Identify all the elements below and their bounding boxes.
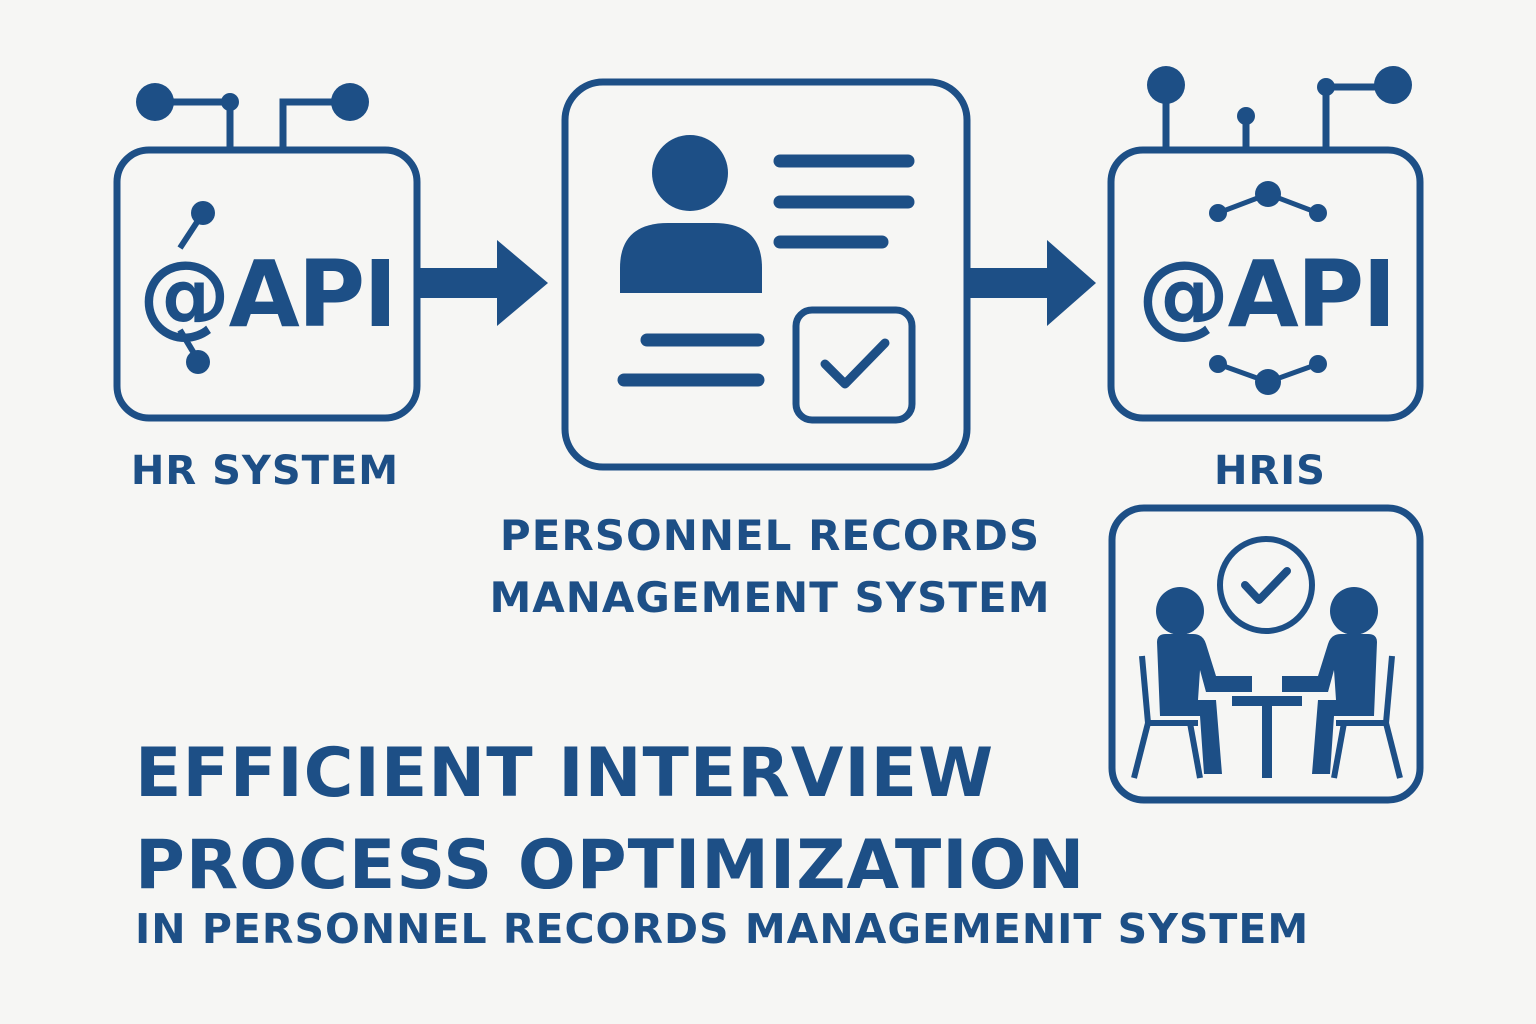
prms-box: [561, 78, 971, 471]
api-icon: @API: [139, 241, 396, 348]
hris-box: [1107, 146, 1424, 422]
prms-label-line1: PERSONNEL RECORDS: [499, 511, 1041, 560]
prms-label: PERSONNEL RECORDS MANAGEMENT SYSTEM: [450, 505, 1090, 629]
prms-label-line2: MANAGEMENT SYSTEM: [489, 573, 1051, 622]
hris-label: HRIS: [1214, 448, 1326, 494]
page-title: EFFICIENT INTERVIEW PROCESS OPTIMIZATION: [135, 728, 1085, 912]
connector-icon: [1147, 66, 1412, 150]
network-nodes-icon: [177, 201, 215, 374]
hr-system-box: [113, 146, 421, 422]
network-nodes-icon: [1209, 181, 1327, 395]
person-icon: [620, 135, 762, 293]
prms-node: [561, 78, 971, 471]
interview-meeting-icon: [1131, 587, 1403, 779]
title-line1: EFFICIENT INTERVIEW: [135, 734, 995, 813]
connector-icon: [136, 83, 369, 150]
hr-system-node: @API: [113, 83, 421, 422]
interview-node: [1108, 504, 1424, 804]
api-icon: @API: [1138, 241, 1395, 348]
page-subtitle: IN PERSONNEL RECORDS MANAGEMENIT SYSTEM: [135, 905, 1310, 953]
interview-box: [1108, 504, 1424, 804]
check-circle-icon: [1217, 536, 1315, 634]
hris-node: @API: [1107, 66, 1424, 422]
checkbox-icon: [792, 306, 916, 424]
flow-arrow-icon: [968, 240, 1096, 326]
flow-arrow-icon: [420, 240, 548, 326]
hr-system-label: HR SYSTEM: [130, 448, 400, 494]
text-lines-icon: [617, 154, 915, 387]
title-line2: PROCESS OPTIMIZATION: [135, 826, 1086, 905]
